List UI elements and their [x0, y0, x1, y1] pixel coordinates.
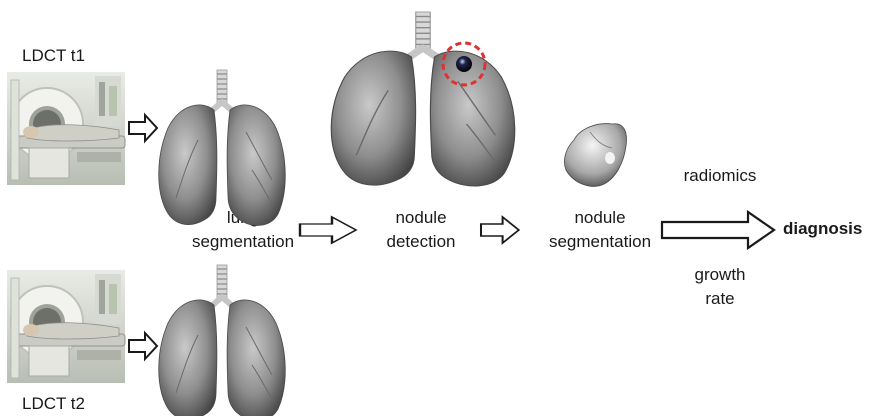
arrow-scan-t2-to-lungs-icon — [129, 333, 157, 359]
segmented-nodule-icon — [564, 124, 626, 187]
lung-t2-icon — [159, 265, 286, 416]
arrow-scan-t1-to-lungs-icon — [129, 115, 157, 141]
ct-scanner-photo-t1-icon — [7, 72, 125, 185]
arrow-to-nodule-segmentation-icon — [481, 217, 519, 243]
arrow-to-nodule-detection-icon — [300, 217, 356, 243]
lung-detection-icon — [331, 12, 514, 186]
arrow-to-diagnosis-icon — [662, 212, 774, 248]
ct-scanner-photo-t2-icon — [7, 270, 125, 383]
lung-t1-icon — [159, 70, 286, 225]
